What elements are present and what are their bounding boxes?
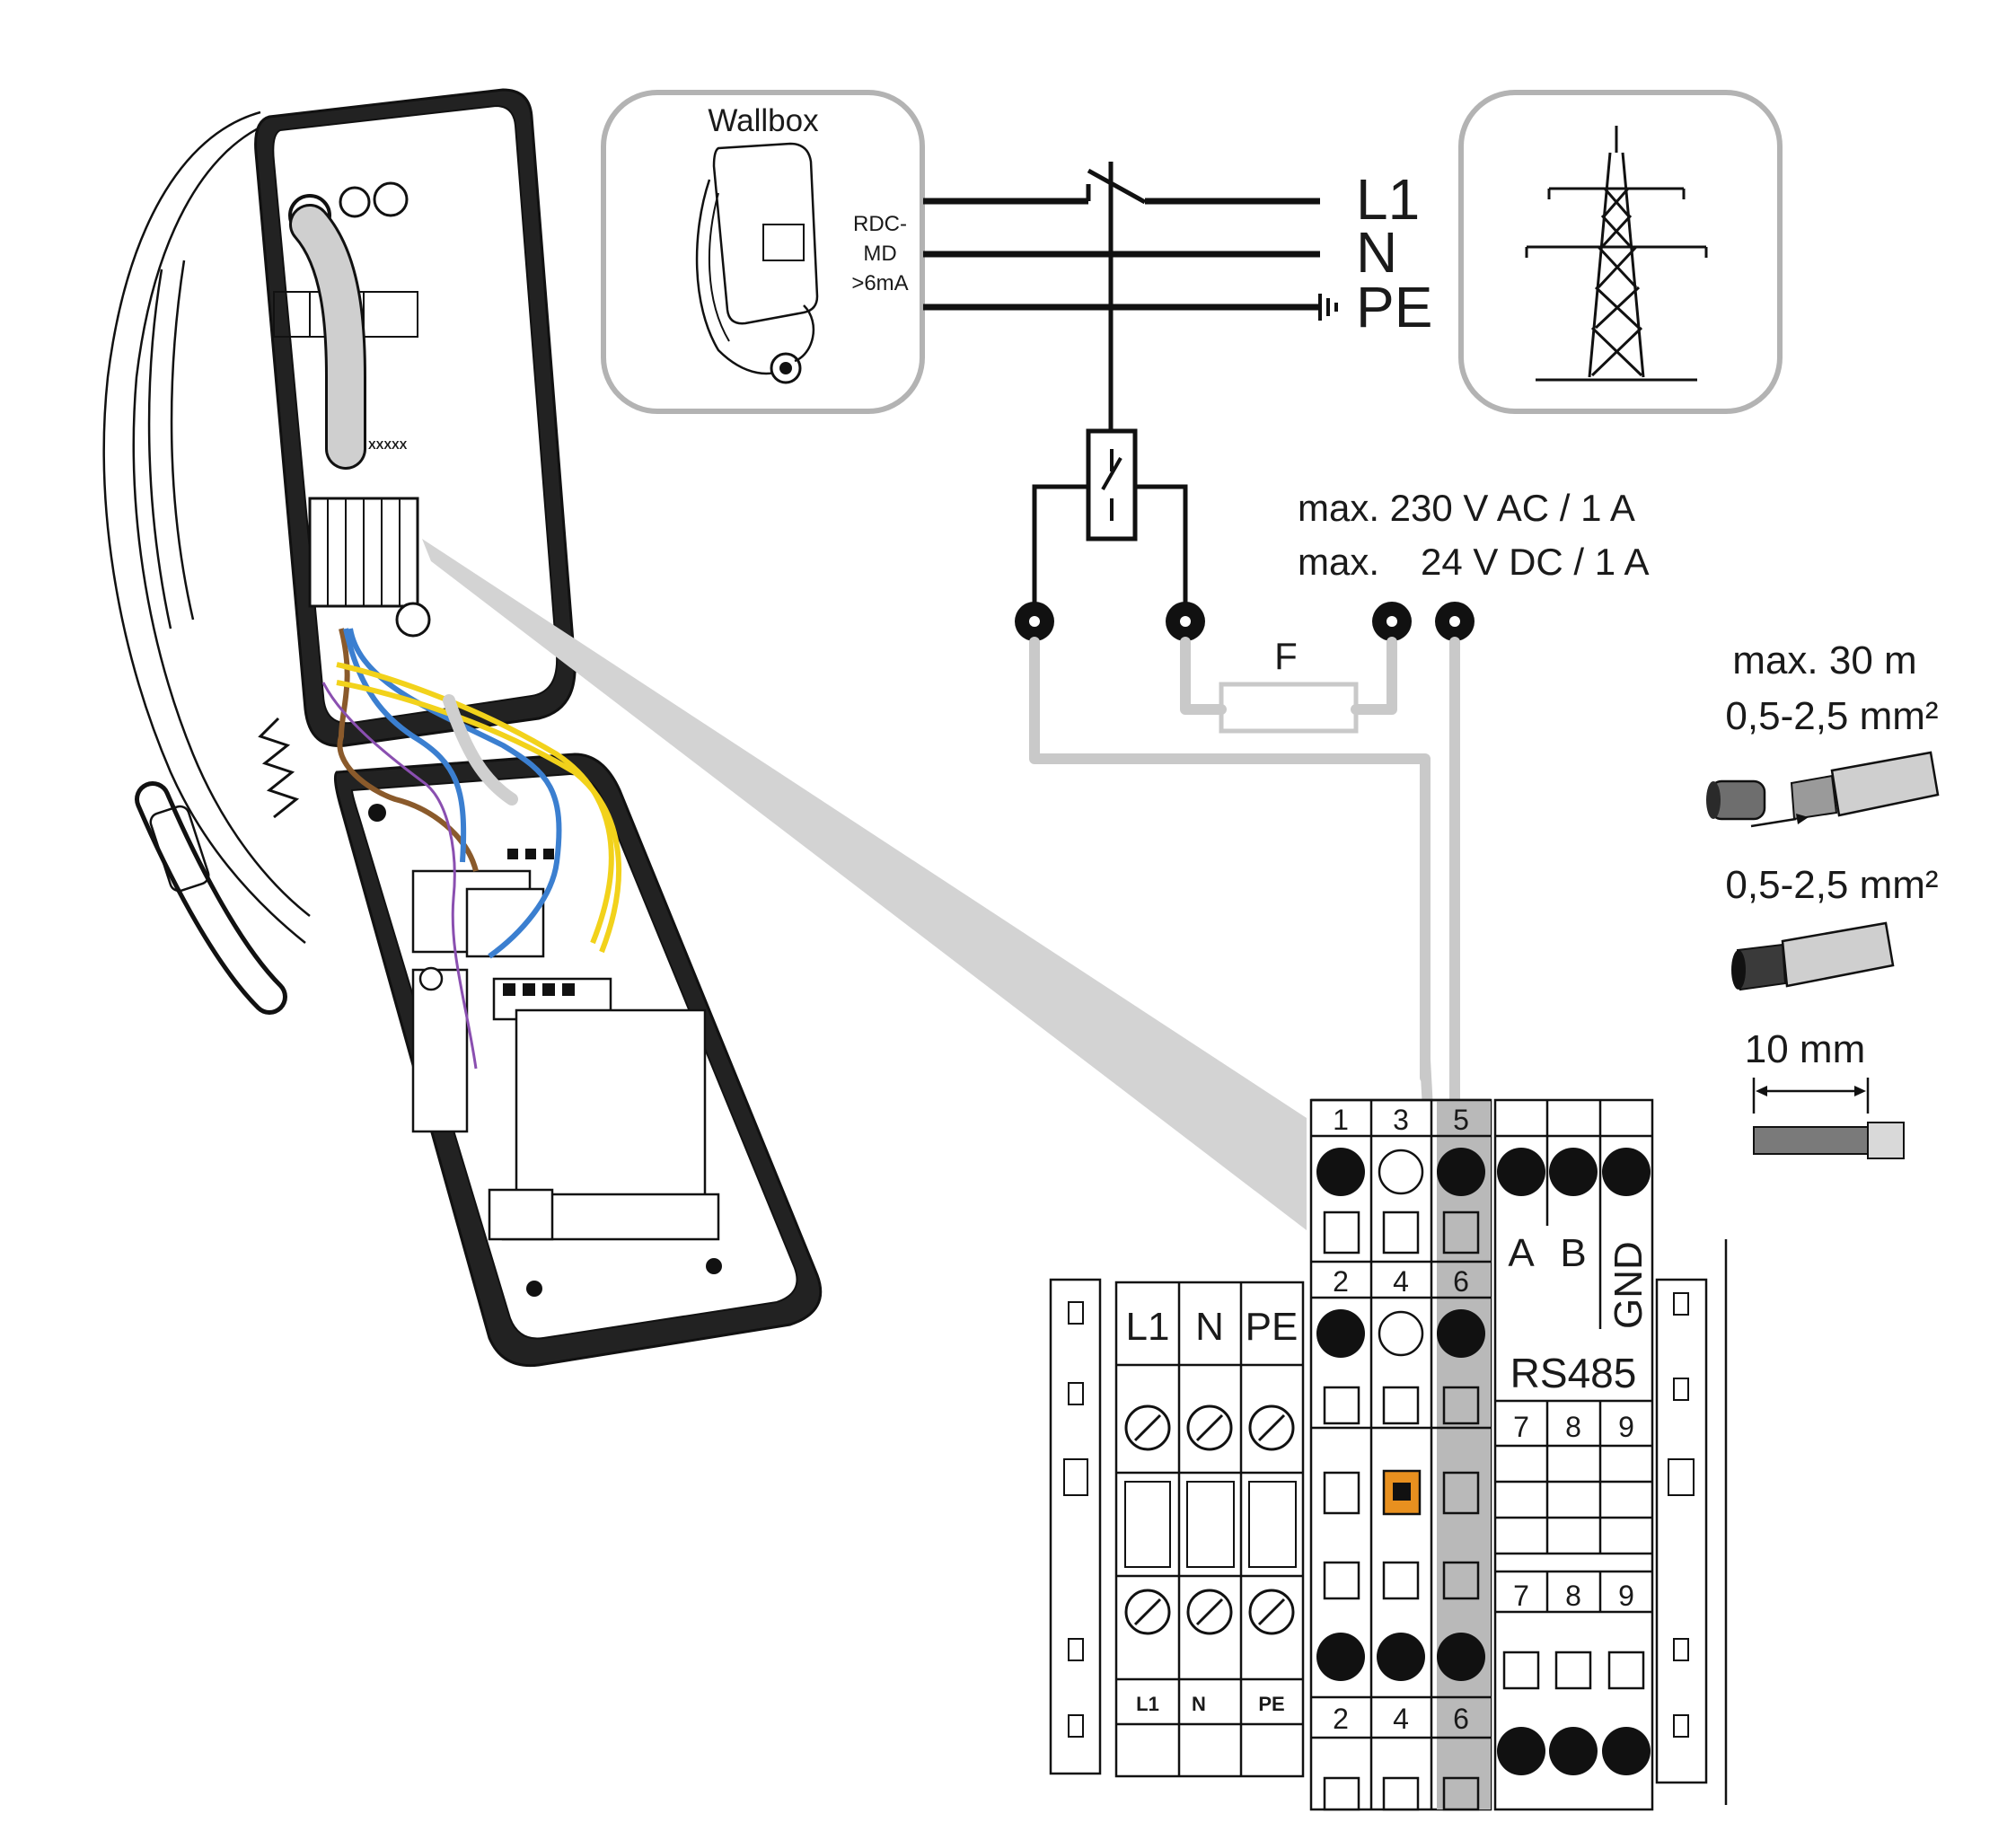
wallbox-icon: [695, 142, 819, 384]
ferrule-wire-icon: [1706, 751, 1940, 828]
power-terminals: L1 N PE L1 N PE: [1114, 1281, 1305, 1778]
supply-lines: L1 N PE: [923, 162, 1432, 431]
stranded-wire-icon: [1731, 921, 1895, 991]
power-label-pe: PE: [1246, 1305, 1299, 1349]
relay-module: 1 3 5 2 4 6: [1309, 1098, 1492, 1811]
rs485-lower-8: 8: [1565, 1580, 1581, 1612]
relay-top-number-1: 1: [1333, 1104, 1349, 1136]
strip-length-icon: [1752, 1078, 1905, 1159]
rdc-label-line1: RDC-: [853, 212, 907, 236]
fuse-symbol: F: [1219, 635, 1359, 734]
line-label-n: N: [1356, 220, 1397, 285]
rdc-label-line3: >6mA: [851, 271, 908, 295]
relay-top-number-5: 5: [1453, 1104, 1469, 1136]
relay-mid-number-4: 4: [1393, 1265, 1409, 1298]
rs485-upper-7: 7: [1513, 1411, 1529, 1443]
rs485-lower-7: 7: [1513, 1580, 1529, 1612]
terminal-block: L1 N PE L1 N PE 1 3 5: [1049, 1098, 1728, 1811]
strip-length: 10 mm: [1745, 1027, 1865, 1071]
grid-panel: [1458, 90, 1783, 414]
relay-top-number-3: 3: [1393, 1104, 1409, 1136]
relay-mid-number-6: 6: [1453, 1265, 1469, 1298]
power-label-l1: L1: [1126, 1305, 1170, 1349]
rating-dc-value: 24 V DC / 1 A: [1421, 541, 1649, 583]
rs485-label-a: A: [1508, 1231, 1535, 1275]
line-label-l1: L1: [1356, 167, 1420, 232]
rs485-upper-9: 9: [1618, 1411, 1634, 1443]
rating-dc-prefix: max.: [1298, 541, 1379, 583]
power-pylon-icon: [1525, 126, 1708, 382]
relay-bottom-number-2: 2: [1333, 1703, 1349, 1735]
rs485-lower-9: 9: [1618, 1580, 1634, 1612]
rs485-module: A B GND RS485 7 8 9 7 8 9: [1493, 1098, 1654, 1811]
relay-mid-number-2: 2: [1333, 1265, 1349, 1298]
contact-terminals: [1015, 602, 1475, 641]
fuse-label: F: [1274, 635, 1298, 677]
wallbox-title: Wallbox: [708, 103, 819, 138]
rs485-label-b: B: [1560, 1231, 1586, 1275]
cable-specs: max. 30 m 0,5-2,5 mm² 0,5-2,5 mm² 10 mm: [1706, 638, 1940, 1159]
relay-contact-symbol: [1032, 428, 1188, 620]
rs485-upper-8: 8: [1565, 1411, 1581, 1443]
line-label-pe: PE: [1356, 275, 1432, 339]
wallbox-panel: Wallbox RDC- MD >6mA: [601, 90, 925, 414]
rating-ac: max. 230 V AC / 1 A: [1298, 487, 1635, 529]
power-label-small-l1: L1: [1136, 1693, 1159, 1715]
rdc-label-line2: MD: [863, 242, 896, 266]
relay-bottom-number-6: 6: [1453, 1703, 1469, 1735]
cross-section-ferrule: 0,5-2,5 mm²: [1725, 694, 1938, 738]
cable-length: max. 30 m: [1732, 638, 1916, 682]
relay-bottom-number-4: 4: [1393, 1703, 1409, 1735]
rs485-label-gnd: GND: [1607, 1241, 1651, 1329]
cross-section-stranded: 0,5-2,5 mm²: [1725, 863, 1938, 907]
rs485-title: RS485: [1510, 1350, 1637, 1396]
screw-icons: [1124, 1404, 1295, 1635]
power-label-small-pe: PE: [1258, 1693, 1284, 1715]
wallbox-device-illustration: XXXXX: [102, 88, 823, 1368]
power-label-n: N: [1195, 1305, 1224, 1349]
power-label-small-n: N: [1192, 1693, 1206, 1715]
zoom-wedge: [422, 539, 1307, 1230]
device-marking: XXXXX: [368, 438, 408, 452]
